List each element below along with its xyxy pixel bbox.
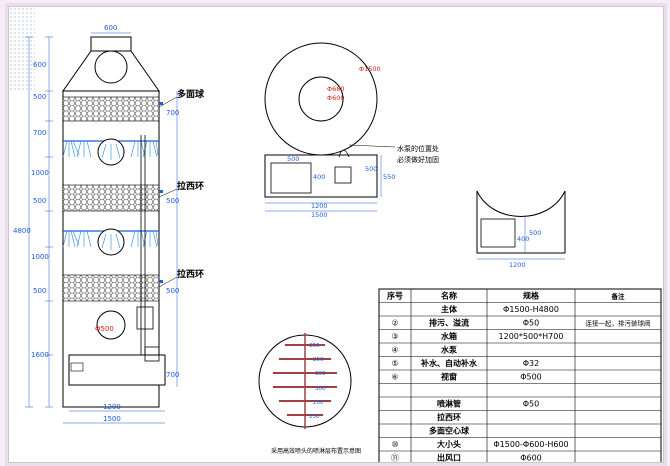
table-cell: 视窗 [441,372,457,382]
tower-dim-right-2: 500 [166,197,179,205]
tower-top-width: 600 [104,24,117,32]
top-view-inner-circle [298,76,344,122]
pump-note-line-2: 必须做好加固 [397,155,439,164]
top-view-outer-dia: Φ1500 [359,65,381,73]
tower-dim-right-1: 700 [166,109,179,117]
top-viewport [94,50,128,84]
table-header-cell: 备注 [611,292,626,301]
table-cell: ④ [391,346,398,355]
table-cell: 水箱 [440,331,457,341]
spray-dim-6: 250 [309,414,320,420]
top-view-tank-dim-a: 500 [287,155,299,163]
tower-dim-left-3: 700 [33,129,46,137]
top-view-inner-dia-a: Φ680 [327,85,345,93]
label-raschig-ring-1: 拉西环 [177,180,204,192]
tower-elevation [25,32,178,424]
table-header-cell: 序号 [387,291,403,301]
top-view-width-a: 1200 [311,202,328,210]
tower-dim-left-2: 500 [33,93,46,101]
lower-viewport [96,310,126,340]
spray-dim-5: 200 [313,400,324,406]
top-view-pump [334,166,352,184]
tower-dim-overall: 4800 [13,227,31,235]
table-cell: 连接一起，排污装球阀 [586,319,651,328]
label-multi-sphere: 多面球 [177,88,205,100]
table-cell: 1200*500*H700 [499,332,564,341]
table-cell: 多面空心球 [429,426,470,436]
tank-dim-h1: 400 [517,235,529,243]
table-cell: 排污、溢流 [429,318,469,328]
top-view-inner-dia-b: Φ600 [327,94,345,102]
tower-dim-left-8: 1600 [31,351,49,359]
tower-dim-left-6: 1000 [31,253,49,261]
table-cell: Φ1500-Φ600-H600 [493,440,568,449]
spray-dim-4: 300 [315,386,326,392]
tower-window-dim: Φ500 [95,325,114,333]
tower-dim-left-1: 600 [33,61,46,69]
table-cell: ③ [391,332,398,341]
top-view-tank-dim-b: 400 [313,173,325,181]
packing-layer-3 [62,274,160,302]
table-cell: 补水、自动补水 [420,358,478,368]
packing-layer-2 [62,184,160,212]
top-view-width-b: 1500 [311,211,328,219]
spray-dim-1: 250 [309,343,320,349]
table-cell: ② [391,319,398,328]
spray-layout-view [258,333,352,429]
table-header-cell: 规格 [523,291,540,301]
tower-dim-left-4: 1000 [31,169,49,177]
top-view-tank-dim-d: 500 [365,165,377,173]
table-cell: Φ1500-H4800 [503,305,559,314]
table-cell: ⑪ [391,454,399,462]
table-cell: 水泵 [440,345,457,355]
tank-dim-h2: 500 [529,229,541,237]
tower-dim-right-4: 700 [166,371,179,379]
top-view [264,42,396,212]
table-cell: 喷淋管 [437,399,461,409]
spray-dim-3: 300 [315,371,326,377]
table-cell: 拉西环 [437,412,461,422]
tower-dim-left-5: 500 [33,197,46,205]
top-view-tank [264,154,378,198]
spray-dim-2: 250 [313,357,324,363]
table-header-cell: 名称 [441,291,457,301]
tower-dim-left-7: 500 [33,287,46,295]
outlet-duct [90,36,132,52]
table-cell: 出风口 [437,453,461,462]
table-cell: 主体 [441,304,458,314]
label-raschig-ring-2: 拉西环 [177,268,204,280]
pump [144,346,160,362]
table-cell: ⑥ [391,373,398,382]
water-tank [68,354,166,386]
tank-dim-w: 1200 [509,261,526,269]
table-cell: Φ50 [523,400,539,409]
tower-dim-right-3: 500 [166,287,179,295]
packing-layer-1 [62,96,160,122]
tank-detail-view [476,190,566,260]
table-cell: Φ600 [520,454,542,462]
pump-note-line-1: 水泵的位置处 [397,144,439,153]
table-cell: Φ32 [523,359,539,368]
top-view-tank-dim-c: 550 [383,173,395,181]
spray-caption: 采用高效喷头的喷淋层布置示意图 [271,447,361,455]
table-cell: ⑩ [391,440,398,449]
table-cell: Φ500 [520,373,542,382]
table-cell: Φ50 [523,319,539,328]
tower-bottom-inner: 1200 [103,403,121,411]
spray-zone-2 [62,228,159,256]
table-cell: 大小头 [437,439,461,449]
table-cell: ⑤ [391,359,398,368]
tower-bottom-outer: 1500 [103,415,121,423]
